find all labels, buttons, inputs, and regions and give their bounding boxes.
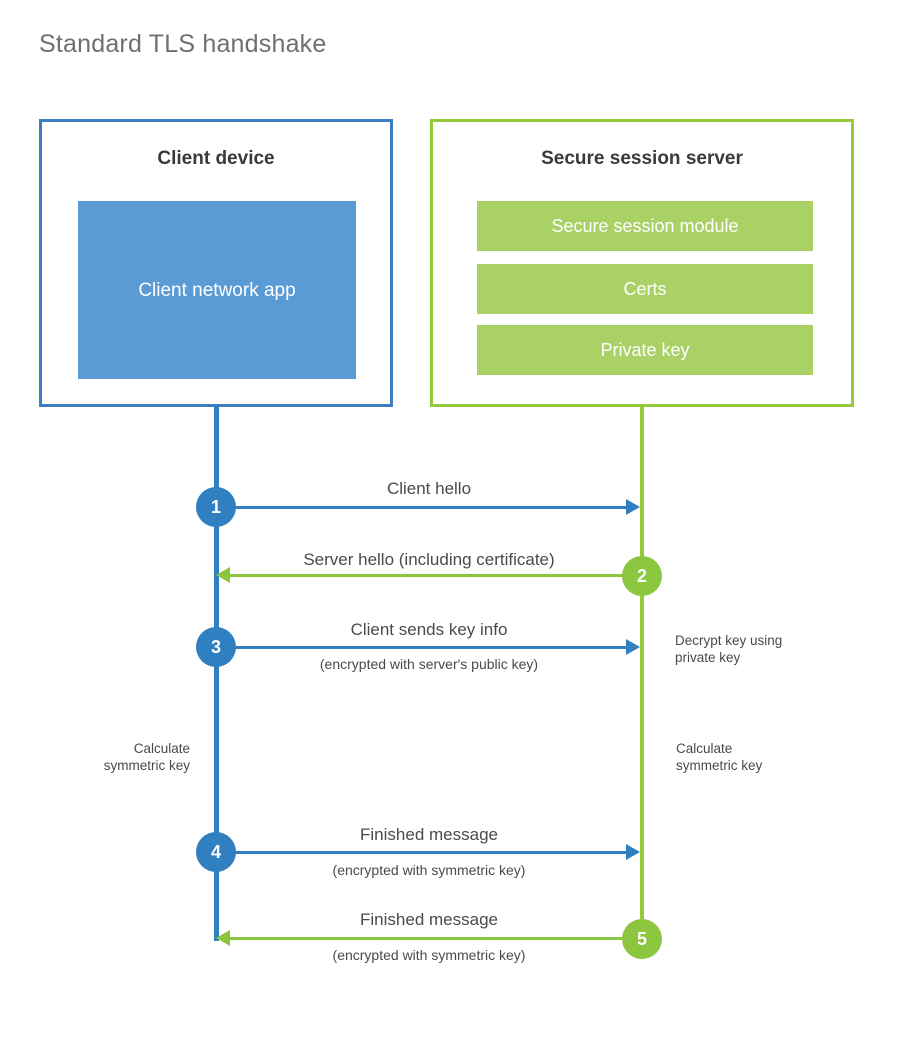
server-lifeline xyxy=(640,406,644,919)
step-5-label-sub: (encrypted with symmetric key) xyxy=(332,947,526,963)
step-5-arrow-head-icon xyxy=(216,930,230,946)
step-3-arrow-line xyxy=(216,646,628,649)
annotation-decrypt-key: Decrypt key using private key xyxy=(675,633,783,665)
annotation-client-calculate-symmetric-key: Calculate symmetric key xyxy=(103,741,190,773)
client-device-title: Client device xyxy=(157,148,275,169)
server-bar-private-key: Private key xyxy=(477,325,813,375)
step-2-label-main: Server hello (including certificate) xyxy=(303,550,555,569)
step-4-circle[interactable]: 4 xyxy=(196,832,236,872)
server-bar-certs: Certs xyxy=(477,264,813,314)
step-4-arrow-line xyxy=(216,851,628,854)
page-title: Standard TLS handshake xyxy=(39,30,327,58)
client-network-app-block: Client network app xyxy=(78,201,356,379)
step-3-arrow-head-icon xyxy=(626,639,640,655)
step-3-label-sub: (encrypted with server's public key) xyxy=(319,656,539,672)
client-device-panel: Client device Client network app xyxy=(39,119,393,407)
step-1-circle[interactable]: 1 xyxy=(196,487,236,527)
secure-session-server-panel: Secure session server Secure session mod… xyxy=(430,119,854,407)
step-5-circle[interactable]: 5 xyxy=(622,919,662,959)
step-3-label-main: Client sends key info xyxy=(350,620,508,639)
step-2-arrow-head-icon xyxy=(216,567,230,583)
step-4-arrow-head-icon xyxy=(626,844,640,860)
step-1-arrow-head-icon xyxy=(626,499,640,515)
step-1-label-main: Client hello xyxy=(386,479,472,498)
step-4-label-main: Finished message xyxy=(360,825,498,844)
step-2-arrow-line xyxy=(230,574,642,577)
step-4-label-sub: (encrypted with symmetric key) xyxy=(332,862,526,878)
step-2-circle[interactable]: 2 xyxy=(622,556,662,596)
secure-session-server-title: Secure session server xyxy=(541,148,743,169)
step-1-arrow-line xyxy=(216,506,628,509)
server-bar-secure-session-module: Secure session module xyxy=(477,201,813,251)
step-5-arrow-line xyxy=(230,937,642,940)
step-5-label-main: Finished message xyxy=(360,910,498,929)
client-lifeline xyxy=(214,406,219,941)
annotation-server-calculate-symmetric-key: Calculate symmetric key xyxy=(676,741,763,773)
step-3-circle[interactable]: 3 xyxy=(196,627,236,667)
